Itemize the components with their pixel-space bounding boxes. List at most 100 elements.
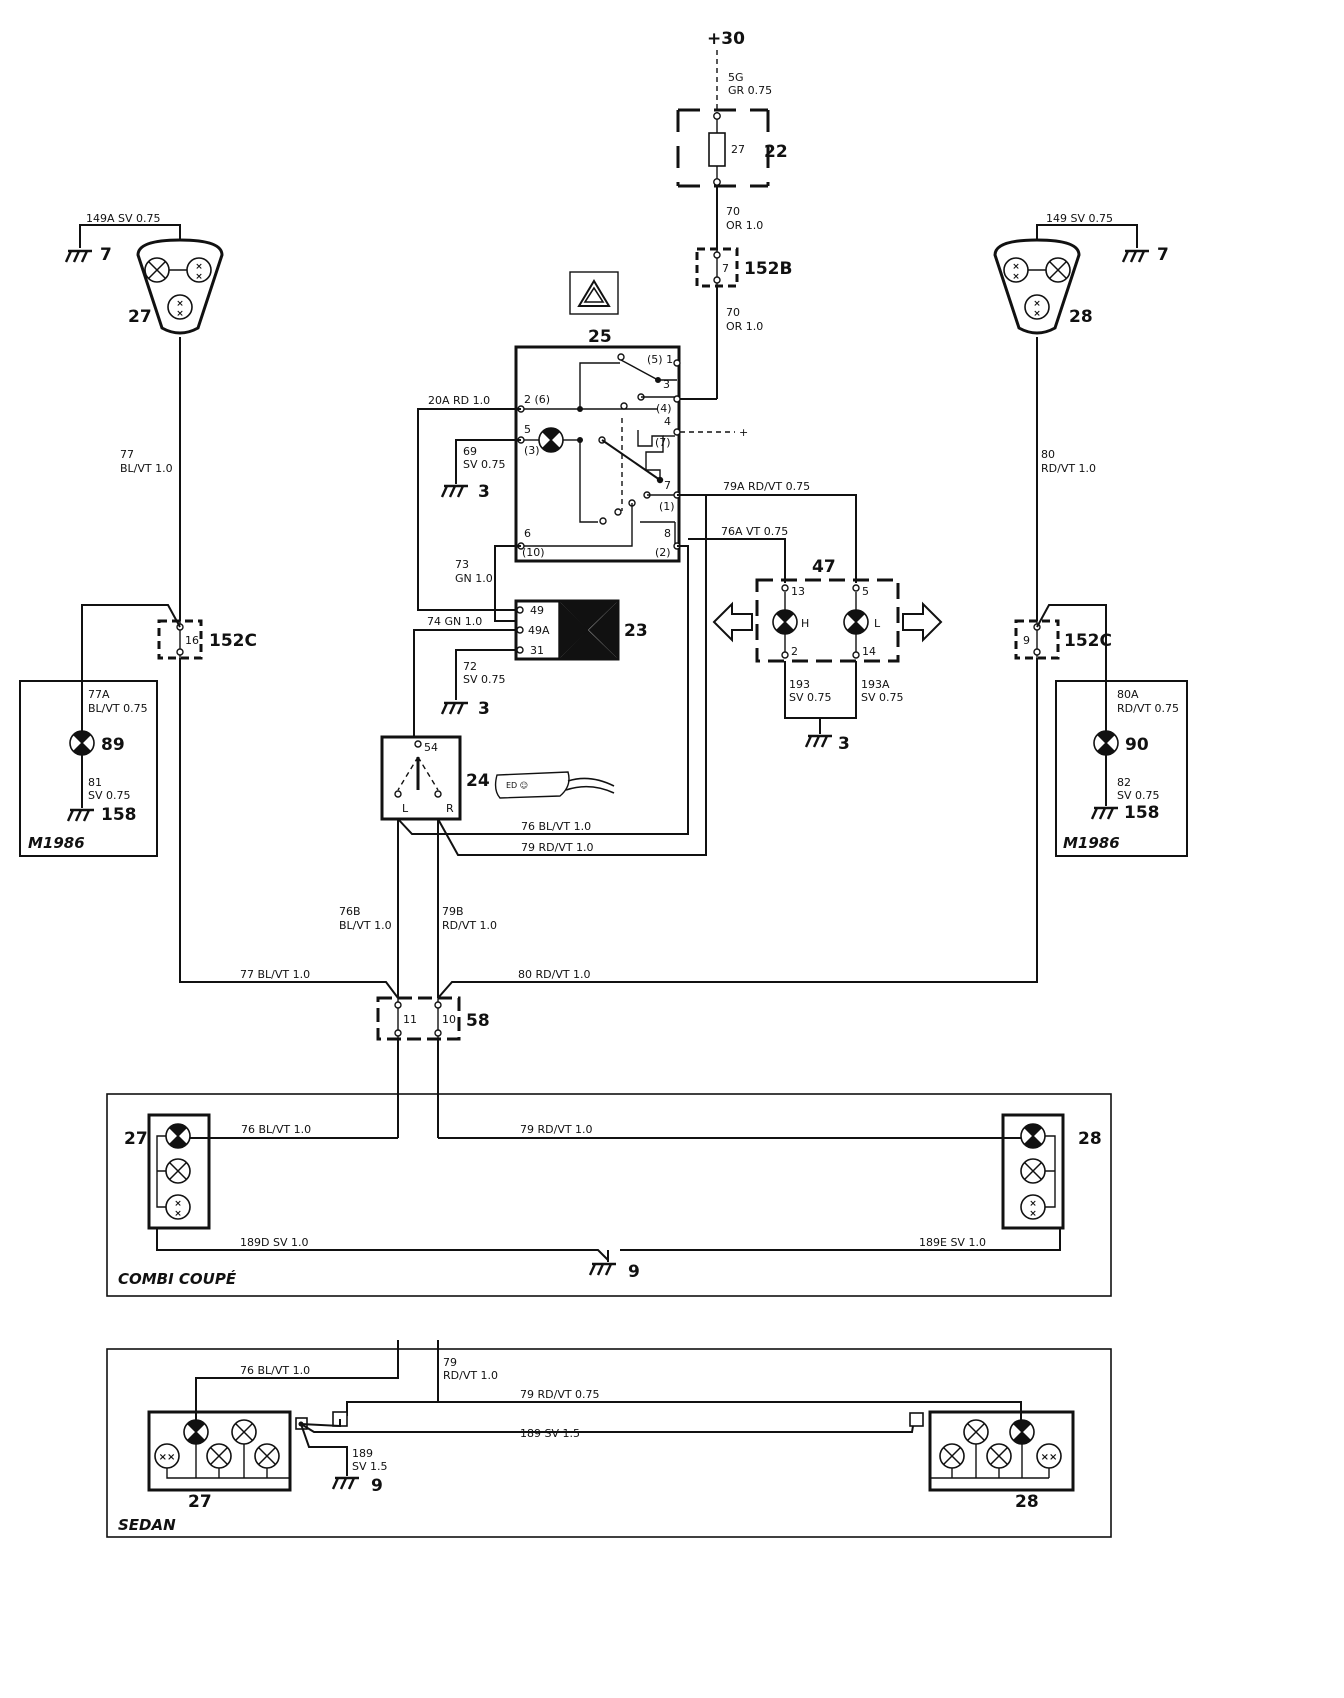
hazard-switch-number: 25 [588,327,612,347]
stalk-icon: ED ☺ [494,771,615,799]
wire-80-id: 80 [1041,448,1055,461]
ground-combi: 9 [628,1262,640,1282]
wire-82-spec: SV 0.75 [1117,789,1160,802]
sedan-section: SEDAN 76 BL/VT 1.0 79 RD/VT 1.0 79 RD/VT… [106,1340,1112,1538]
wire-82-id: 82 [1117,776,1131,789]
sedan-wire-79-id: 79 [443,1356,457,1369]
wire-193-id: 193 [789,678,810,691]
relay-pin-31: 31 [530,644,544,657]
combi-coupe-section: COMBI COUPÉ 76 BL/VT 1.0 79 RD/VT 1.0 27… [106,1093,1112,1297]
ground-relay: 3 [478,699,490,719]
wire-20a: 20A RD 1.0 [428,394,490,407]
wire-77-id: 77 [120,448,134,461]
fuse-element [708,132,726,167]
rear-left-combi-number: 27 [124,1129,148,1149]
arrow-left-icon [712,601,753,643]
sedan-wire-76: 76 BL/VT 1.0 [240,1364,310,1377]
ground-sedan: 9 [371,1476,383,1496]
wire-5g-id: 5G [728,71,744,84]
sedan-label: SEDAN [118,1516,176,1534]
rear-left-sedan-number: 27 [188,1492,212,1512]
wire-72-spec: SV 0.75 [463,673,506,686]
connector-58: 11 10 58 [376,996,490,1041]
hz-pin-5-1: (5) 1 [647,353,673,366]
hz-pin-2-6: 2 (6) [524,393,550,406]
connector-152b-pin: 7 [722,262,729,275]
sedan-wire-189v-id: 189 [352,1447,373,1460]
combi-label: COMBI COUPÉ [118,1269,237,1288]
hz-pin-10b: (10) [522,546,545,559]
supply-label: +30 [707,29,745,49]
wire-76a: 76A VT 0.75 [721,525,788,538]
wire-80-spec: RD/VT 1.0 [1041,462,1096,475]
wire-81-spec: SV 0.75 [88,789,131,802]
lamp-pin-2: 2 [791,645,798,658]
sedan-wire-189: 189 SV 1.5 [520,1427,580,1440]
side-marker-left: 77A BL/VT 0.75 89 81 SV 0.75 158 M1986 [19,680,158,857]
ground-front-right: 7 [1157,245,1169,265]
wire-193a-id: 193A [861,678,890,691]
combi-wire-79: 79 RD/VT 1.0 [520,1123,593,1136]
arrow-right-icon [902,601,943,643]
wire-77a-spec: BL/VT 0.75 [88,702,148,715]
hz-pin-6: 6 [524,527,531,540]
combi-wire-76: 76 BL/VT 1.0 [241,1123,311,1136]
connector-152c-left-pin: 16 [185,634,199,647]
hz-pin-7b: (7) [655,436,671,449]
ground-side-left: 158 [101,805,137,825]
wire-77b: 77 BL/VT 1.0 [240,968,310,981]
flasher-relay-23: 49 49A 31 23 [514,599,648,661]
ground-front-left: 7 [100,245,112,265]
wire-76b-id: 76B [339,905,361,918]
switch-number: 24 [466,771,490,791]
lamp-pin-14: 14 [862,645,876,658]
stalk-icon-text: ED ☺ [506,781,528,790]
wire-70a-id: 70 [726,205,740,218]
wire-76: 76 BL/VT 1.0 [521,820,591,833]
front-right-number: 28 [1069,307,1093,327]
rear-lamp-right-sedan: 28 [909,1410,1075,1512]
connector-152c-right-pin: 9 [1023,634,1030,647]
wire-79b-id: 79B [442,905,464,918]
wire-193-spec: SV 0.75 [789,691,832,704]
wire-77a-id: 77A [88,688,110,701]
wire-81-id: 81 [88,776,102,789]
hz-pin-8: 8 [664,527,671,540]
rear-lamp-right-combi: 28 [1001,1113,1102,1230]
front-lamp-left: 27 [128,238,224,335]
wire-80b: 80 RD/VT 1.0 [518,968,591,981]
connector-58-pin-11: 11 [403,1013,417,1026]
wire-76b-spec: BL/VT 1.0 [339,919,392,932]
hz-pin-7: 7 [664,479,671,492]
variant-left-label: M1986 [28,834,85,852]
lamp-pin-h: H [801,617,809,630]
hz-pin-5: 5 [524,423,531,436]
hz-pin-4: 4 [664,415,671,428]
fuse-box-22: 27 22 [676,108,788,188]
wire-70b-spec: OR 1.0 [726,320,763,333]
wire-80a-id: 80A [1117,688,1139,701]
hz-pin-2b: (2) [655,546,671,559]
wire-149: 149 SV 0.75 [1046,212,1113,225]
lamp-pin-l: L [874,617,881,630]
hazard-warning-icon [569,271,619,315]
lamp-pin-13: 13 [791,585,805,598]
rear-right-sedan-number: 28 [1015,1492,1039,1512]
connector-152c-left: 16 152C [157,619,257,660]
connector-58-label: 58 [466,1011,490,1031]
ground-lamps: 3 [838,734,850,754]
wire-5g-spec: GR 0.75 [728,84,772,97]
connector-152c-right: 9 152C [1014,619,1112,660]
switch-pin-r: R [446,802,454,815]
connector-152c-right-label: 152C [1064,631,1112,651]
wire-69-spec: SV 0.75 [463,458,506,471]
wire-73-spec: GN 1.0 [455,572,493,585]
sedan-wire-189v-spec: SV 1.5 [352,1460,388,1473]
rear-lamp-left-sedan: 27 [147,1410,292,1512]
front-left-number: 27 [128,307,152,327]
wire-70b-id: 70 [726,306,740,319]
front-lamp-right: 28 [993,238,1093,335]
relay-number: 23 [624,621,648,641]
switch-pin-54: 54 [424,741,438,754]
